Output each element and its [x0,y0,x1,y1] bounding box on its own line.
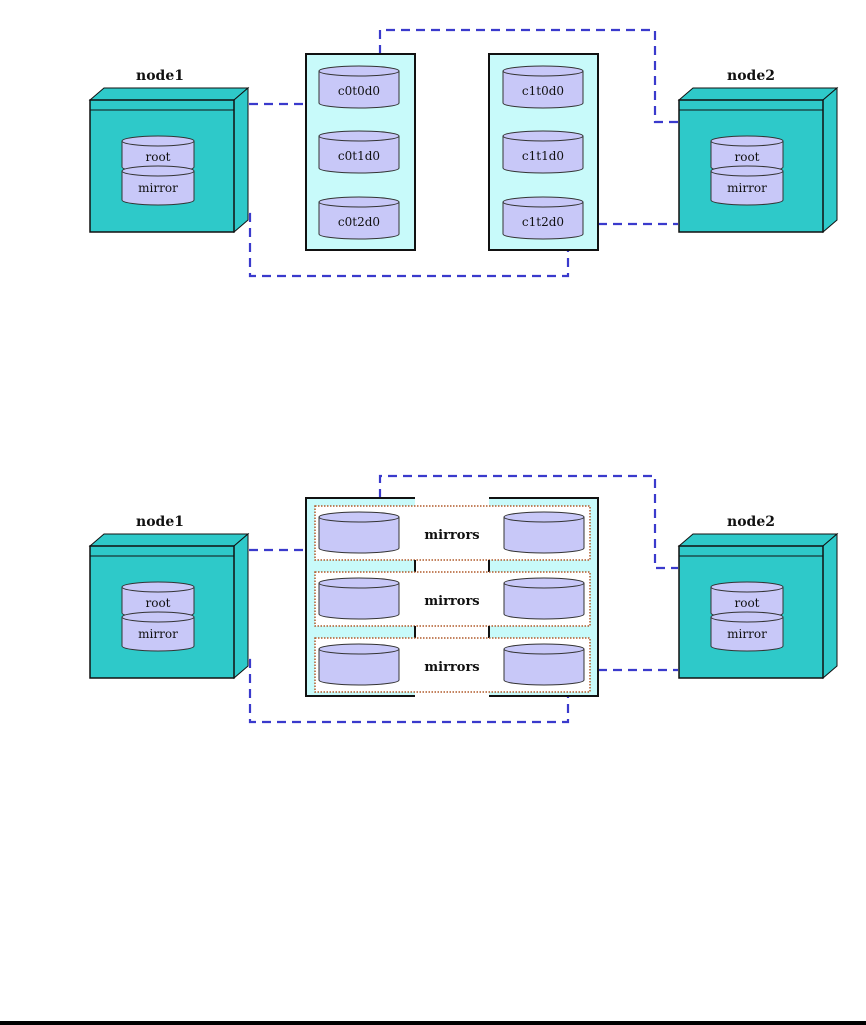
array0-disk [318,196,400,240]
node2-mirror-disk: mirror [727,181,767,195]
node2-disk-stack [710,581,784,652]
node2-label: node2 [727,514,775,530]
array0-disk [318,130,400,174]
array1-disk [502,130,584,174]
page-bottom-rule [0,1021,866,1025]
node2-root-disk: root [734,596,759,610]
array0-disk [318,65,400,109]
node2-root-disk: root [734,150,759,164]
disk-label: c1t2d0 [522,215,564,229]
link-array0-node2 [378,28,678,124]
node1-root-disk: root [145,150,170,164]
link-node1-array1 [234,212,570,278]
node1-disk-stack [121,135,195,206]
array1-disk [502,65,584,109]
mirror-group-label: mirrors [424,660,479,675]
mirror-group [314,637,591,693]
node2-disk-stack [710,135,784,206]
node1-root-disk: root [145,596,170,610]
node1-disk-stack [121,581,195,652]
mirror-group [314,571,591,627]
disk-label: c1t1d0 [522,149,564,163]
top-diagram: node1 root mirror c0t0d0 c0t1d0 c0t2d0 [88,28,839,278]
disk-label: c1t0d0 [522,84,564,98]
node2-server [677,86,839,234]
link-mirrorset-node2 [378,474,678,570]
node1-mirror-disk: mirror [138,627,178,641]
array1-disk [502,196,584,240]
mirror-group [314,505,591,561]
node1-label: node1 [136,68,184,84]
disk-label: c0t2d0 [338,215,380,229]
node1-label: node1 [136,514,184,530]
disk-label: c0t0d0 [338,84,380,98]
mirror-group-label: mirrors [424,528,479,543]
disk-label: c0t1d0 [338,149,380,163]
bottom-diagram: mirrors mirrors mirrors node1 [88,474,839,724]
node2-mirror-disk: mirror [727,627,767,641]
node2-label: node2 [727,68,775,84]
mirror-group-label: mirrors [424,594,479,609]
link-node1-mirrorset-b [234,658,570,724]
node1-mirror-disk: mirror [138,181,178,195]
